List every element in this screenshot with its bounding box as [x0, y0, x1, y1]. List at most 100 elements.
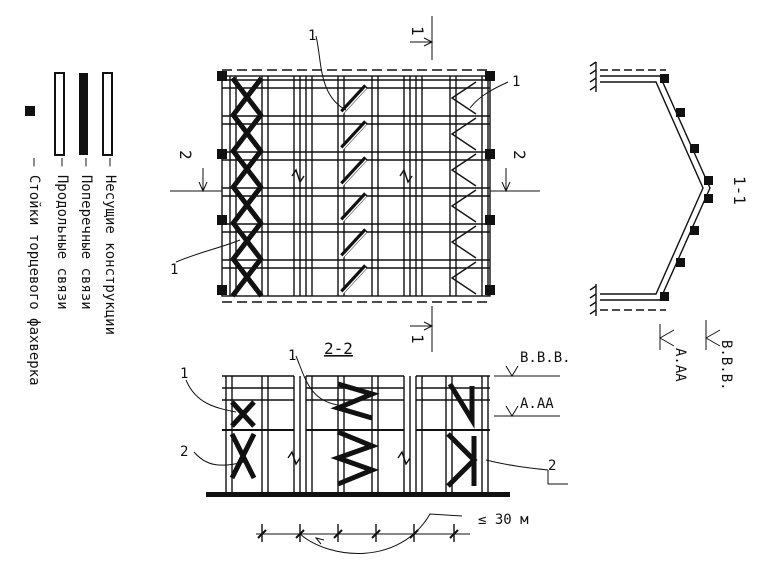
bearing-post-square: [485, 149, 495, 159]
plan-diagonal-brace: [340, 192, 368, 222]
dimension-label: ≤ 30 м: [478, 512, 529, 528]
section-cut-1-bottom-arrow: [410, 321, 434, 331]
plan-k-brace: [450, 261, 477, 295]
plan-callout-1: 1: [512, 74, 520, 90]
plan-k-brace: [450, 117, 477, 151]
section-2-2-columns: [225, 376, 489, 492]
plan-diagonal-brace: [340, 120, 368, 150]
plan-diagonal-brace-outline: [341, 267, 367, 295]
plan-diagonal-brace: [340, 156, 368, 186]
legend-text-end-post: – Стойки торцевого фахверка: [26, 158, 42, 386]
plan-leader-line: [469, 81, 509, 109]
section-2-2-break-mark: [287, 450, 301, 466]
section-1-1-purlin-square: [660, 74, 669, 83]
section-2-2-leader: [547, 470, 568, 485]
legend-text-transverse: – Поперечные связи: [78, 158, 94, 310]
section-2-2-longitudinal-bracing: [330, 381, 478, 488]
plan-x-brace: [230, 256, 264, 298]
plan-diagonal-brace: [340, 228, 368, 258]
section-2-2-leader: [485, 459, 549, 471]
bearing-post-square: [485, 285, 495, 295]
plan-x-brace: [230, 184, 264, 226]
plan-bearing-posts: [217, 71, 495, 295]
section-2-2-transverse-bracing: [229, 400, 257, 480]
dimension-ticks: [257, 524, 459, 542]
plan-view: [170, 16, 540, 352]
section-1-1-support-top: [589, 61, 597, 92]
plan-diagonal-brace: [340, 264, 368, 294]
section-1-1-purlin-square: [676, 258, 685, 267]
plan-diagonal-brace-outline: [341, 159, 367, 187]
section-1-1-title: 1-1: [730, 176, 749, 205]
section-2-2-callout: 2: [548, 458, 556, 474]
dimension-curved-leader: [299, 513, 463, 554]
legend-symbol-longitudinal: [79, 73, 88, 155]
section-2-2-title: 2-2: [324, 339, 353, 358]
plan-section-mark-1-bottom: 1: [408, 334, 427, 344]
plan-k-brace: [450, 153, 477, 187]
section-1-1-purlin-square: [690, 144, 699, 153]
section-2-2-callout: 1: [180, 366, 188, 382]
section-1-1-level-inner: А.АА: [672, 348, 688, 382]
section-2-2-callout: 2: [180, 444, 188, 460]
plan-x-brace: [230, 112, 264, 154]
plan-break-mark: [399, 168, 413, 184]
dimension-tick: [371, 529, 381, 539]
bearing-post-square: [217, 215, 227, 225]
section-2-2-leader: [193, 451, 245, 466]
plan-frame-lines: [229, 76, 489, 296]
plan-break-mark: [291, 168, 305, 184]
plan-diagonal-brace-outline: [341, 231, 367, 259]
plan-diagonal-brace-outline: [341, 195, 367, 223]
legend-text-bearing: – Несущие конструкции: [102, 158, 118, 335]
legend: – Несущие конструкции – Поперечные связи…: [25, 72, 118, 386]
section-1-1-purlin-square: [660, 292, 669, 301]
plan-transverse-bracing: [230, 76, 264, 298]
plan-diagonal-brace-outline: [341, 123, 367, 151]
section-2-2: [185, 355, 568, 554]
bearing-post-square: [485, 215, 495, 225]
bearing-post-square: [485, 71, 495, 81]
plan-x-brace: [230, 76, 264, 118]
section-cut-1-top-arrow: [410, 37, 434, 47]
section-1-1-purlin-square: [704, 194, 713, 203]
section-cut-2-left-arrow: [198, 168, 208, 193]
section-2-2-level-lower-label: А.АА: [520, 396, 554, 412]
section-1-1-purlin-square: [676, 108, 685, 117]
plan-callout-1: 1: [170, 262, 178, 278]
section-2-2-level-upper: [494, 365, 560, 377]
plan-leader-line: [175, 239, 241, 263]
section-1-1-purlin-square: [690, 226, 699, 235]
section-1-1-support-bottom: [589, 284, 597, 316]
legend-symbol-transverse: [54, 72, 65, 156]
section-1-1-level-mark-outer: [705, 320, 721, 350]
section-1-1-profile-outer: [600, 75, 711, 301]
plan-diagonal-bracing: [340, 84, 368, 295]
section-2-2-level-lower: [494, 405, 560, 417]
section-2-2-callout: 2: [556, 468, 564, 484]
plan-section-mark-2-right: 2: [510, 150, 529, 160]
section-2-2-level-upper-label: В.В.В.: [520, 350, 571, 366]
plan-x-brace: [230, 220, 264, 262]
plan-diagonal-brace: [340, 84, 368, 114]
plan-x-brace: [230, 148, 264, 190]
plan-section-mark-1-top: 1: [408, 26, 427, 36]
bearing-post-square: [217, 285, 227, 295]
section-1-1-level-outer: В.В.В.: [718, 340, 734, 391]
section-1-1-level-mark-inner: [659, 324, 675, 350]
legend-text-longitudinal: – Продольные связи: [54, 158, 70, 310]
plan-k-brace: [450, 189, 477, 223]
dimension-tick: [449, 529, 459, 539]
plan-purlins: [222, 79, 490, 269]
section-2-2-leader: [295, 355, 347, 407]
section-1-1: [589, 61, 721, 350]
plan-outline: [221, 75, 491, 297]
plan-k-bracing: [450, 81, 477, 295]
section-1-1-purlins: [660, 74, 713, 301]
section-2-2-leader: [185, 379, 237, 413]
section-1-1-profile-inner: [600, 81, 704, 295]
legend-symbol-bearing: [25, 106, 35, 116]
section-2-2-ground: [206, 492, 510, 497]
section-1-1-purlin-square: [704, 176, 713, 185]
